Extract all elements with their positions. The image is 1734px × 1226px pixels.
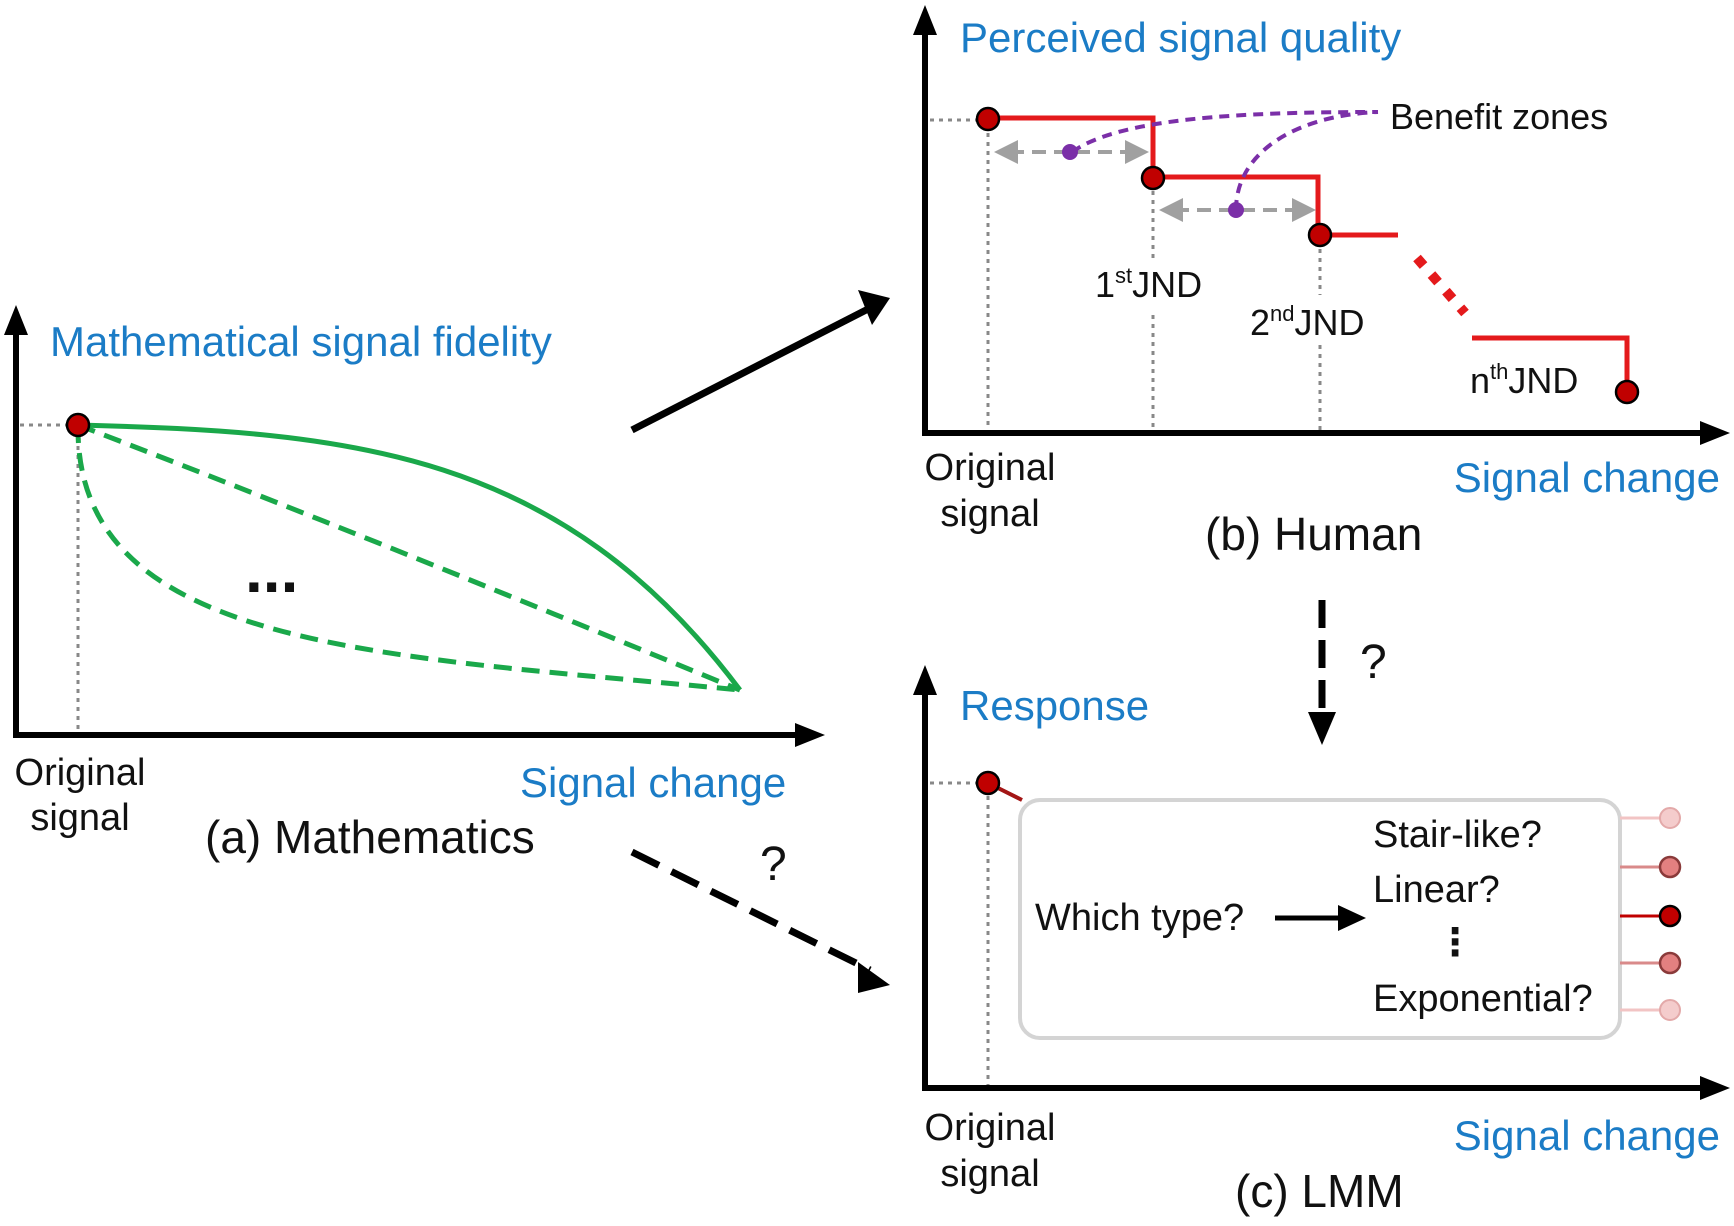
panel-b-benefit-label: Benefit zones (1390, 96, 1608, 137)
panel-c-option-stair: Stair-like? (1373, 814, 1542, 856)
panel-c-caption: (c) LMM (1235, 1165, 1404, 1217)
arrow-b-to-c-head (1308, 712, 1336, 745)
panel-b-benefit-curve-1 (1070, 110, 1379, 154)
panel-c-x-arrowhead (1700, 1076, 1730, 1100)
panel-a-x-arrowhead (795, 723, 825, 747)
panel-a-dashed-line-curve (77, 422, 741, 693)
panel-c-origin-label-2: signal (940, 1153, 1039, 1195)
panel-a-origin-label-1: Original (15, 752, 146, 794)
panel-b-jnd1-point (1140, 165, 1166, 191)
panel-b-zone-arrow-1-left (994, 140, 1018, 164)
panel-b-step-dotted (1413, 254, 1469, 317)
panel-b-benefit-dot-1 (1062, 144, 1078, 160)
arrow-a-to-c-head (858, 962, 890, 993)
panel-c-output-dot-3 (1658, 904, 1682, 928)
arrow-a-to-b (630, 304, 872, 434)
panel-a-x-label: Signal change (520, 759, 786, 806)
panel-b: Benefit zones 1stJND 2ndJND nthJND Perce… (913, 5, 1730, 560)
panel-c-option-vellipsis: ⋮ (1436, 922, 1474, 964)
panel-c-option-exponential: Exponential? (1373, 978, 1593, 1020)
panel-b-origin-point (975, 106, 1001, 132)
panel-a-y-label: Mathematical signal fidelity (50, 318, 552, 365)
panel-b-step-1 (988, 115, 1156, 178)
panel-c-output-dot-5 (1659, 999, 1681, 1021)
arrow-a-to-b-head (858, 290, 890, 325)
panel-a-caption: (a) Mathematics (205, 811, 535, 863)
panel-b-caption: (b) Human (1205, 508, 1422, 560)
panel-b-x-arrowhead (1700, 421, 1730, 445)
question-mark-diag: ? (760, 838, 787, 891)
panel-c-y-arrowhead (913, 665, 937, 695)
panel-a-origin-point (65, 412, 91, 438)
panel-b-step-2 (1153, 174, 1321, 235)
panel-c: Which type? Stair-like? Linear? ⋮ Expone… (913, 665, 1730, 1217)
panel-b-jnd1-label: 1stJND (1095, 263, 1202, 305)
panel-c-prompt-arrowhead (1338, 905, 1366, 931)
panel-a-ellipsis: ... (245, 534, 298, 606)
panel-b-x-label: Signal change (1454, 454, 1720, 501)
panel-a-origin-label-2: signal (30, 797, 129, 839)
panel-b-zone-arrow-2-left (1159, 198, 1183, 222)
panel-c-output-dot-1 (1659, 807, 1681, 829)
panel-b-benefit-curve-2 (1234, 110, 1379, 211)
panel-b-y-arrowhead (913, 5, 937, 35)
panel-b-zone-arrow-1-right (1125, 140, 1149, 164)
panel-b-y-label: Perceived signal quality (960, 14, 1401, 61)
panel-c-output-dot-4 (1658, 951, 1682, 975)
panel-b-origin-label-2: signal (940, 493, 1039, 535)
panel-b-jndn-point (1614, 379, 1640, 405)
panel-b-zone-arrow-2-right (1292, 198, 1316, 222)
panel-c-origin-point (975, 770, 1001, 796)
question-mark-down: ? (1360, 636, 1387, 689)
panel-c-question-prompt: Which type? (1035, 897, 1244, 939)
panel-b-origin-label-1: Original (925, 447, 1056, 489)
panel-b-jnd2-point (1307, 222, 1333, 248)
panel-b-step-n (1472, 335, 1630, 392)
panel-b-benefit-dot-2 (1228, 202, 1244, 218)
connectors: ? ? (630, 290, 1387, 993)
panel-c-x-label: Signal change (1454, 1112, 1720, 1159)
panel-c-y-label: Response (960, 682, 1149, 729)
panel-a-solid-curve (77, 422, 742, 692)
panel-b-jndn-label: nthJND (1470, 359, 1578, 401)
panel-b-jnd2-label: 2ndJND (1250, 301, 1365, 343)
panel-c-option-linear: Linear? (1373, 869, 1500, 911)
panel-a: ... Mathematical signal fidelity Signal … (4, 305, 825, 863)
panel-a-dashed-convex-curve (75, 424, 741, 693)
panel-c-origin-label-1: Original (925, 1107, 1056, 1149)
panel-c-output-dot-2 (1658, 855, 1682, 879)
arrow-a-to-c-dashed (630, 848, 872, 974)
panel-a-y-arrowhead (4, 305, 28, 335)
